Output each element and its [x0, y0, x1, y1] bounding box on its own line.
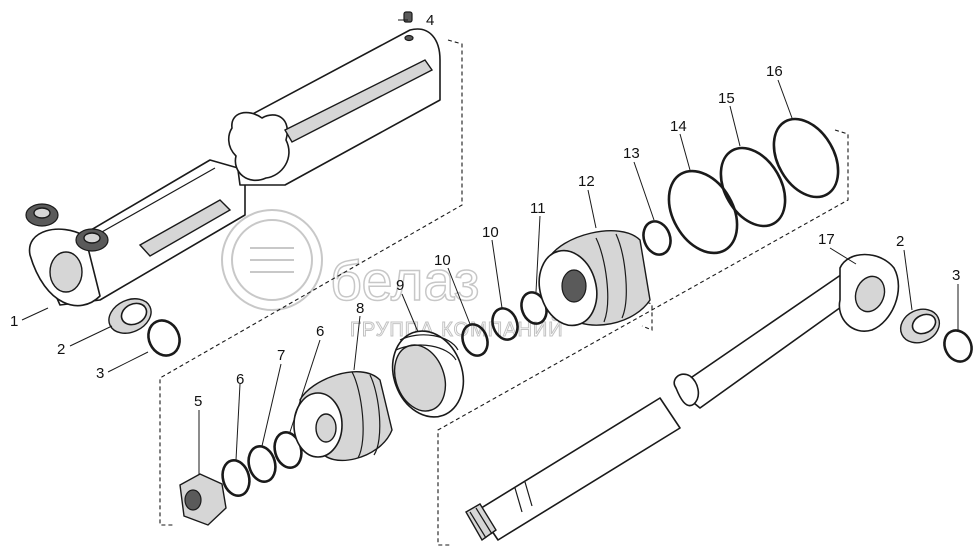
- bushing-left-inner: [120, 302, 148, 326]
- leader-7: [261, 363, 282, 447]
- wear-ring-14: [667, 169, 739, 255]
- piston: [538, 230, 651, 327]
- wear-ring-16: [772, 117, 840, 199]
- watermark-emblem-inner: [231, 219, 313, 301]
- assembly-guides: [159, 39, 849, 546]
- callout-6-right: 6: [316, 323, 324, 340]
- leader-8: [353, 315, 361, 371]
- callout-9: 9: [396, 277, 404, 294]
- callout-10-right: 10: [482, 224, 499, 241]
- rod-eye-bore: [854, 275, 886, 313]
- leader-6b: [289, 339, 321, 433]
- leader-16: [777, 79, 793, 119]
- watermark-brand: белаз: [330, 249, 480, 312]
- wear-ring-15: [719, 146, 787, 228]
- guide-frame-piston: [639, 299, 653, 331]
- guide-sleeve: [391, 330, 465, 418]
- tube-upper-profile: [227, 111, 290, 181]
- piston-rod-shoulder: [514, 481, 533, 513]
- callout-13: 13: [623, 145, 640, 162]
- callout-17: 17: [818, 231, 835, 248]
- snap-ring-right: [943, 329, 973, 363]
- snap-ring-left: [147, 319, 181, 357]
- cylinder-body: [25, 159, 246, 307]
- callout-15: 15: [718, 90, 735, 107]
- backup-ring-7: [247, 444, 277, 484]
- leader-12: [587, 189, 597, 229]
- piston-bore: [561, 269, 587, 303]
- rod-eye-shaft: [675, 269, 863, 409]
- hex-nut-bore: [184, 489, 202, 511]
- callout-12: 12: [578, 173, 595, 190]
- watermark: белаз ГРУППА КОМПАНИЙ: [221, 209, 564, 342]
- cylinder-tube-upper: [227, 28, 441, 186]
- leader-13: [633, 161, 655, 221]
- piston-head-bore: [315, 413, 337, 443]
- callout-4: 4: [426, 12, 434, 29]
- hex-nut-body: [179, 473, 227, 526]
- piston-head-grooves: [351, 371, 381, 459]
- leader-1: [21, 307, 49, 321]
- piston-grooves: [595, 233, 627, 323]
- cylinder-eye-bore: [49, 251, 83, 293]
- watermark-subtitle: ГРУППА КОМПАНИЙ: [350, 317, 564, 341]
- callout-5: 5: [194, 393, 202, 410]
- leader-6a: [235, 383, 241, 461]
- watermark-emblem-outer: [221, 209, 323, 311]
- seal-ring-10a: [461, 323, 489, 357]
- leader-2a: [69, 325, 113, 347]
- callout-6-left: 6: [236, 371, 244, 388]
- hex-nut: [179, 473, 227, 526]
- leader-10b: [491, 239, 503, 309]
- piston-rod-eye: [673, 253, 900, 409]
- piston-rod-thread-lines: [469, 507, 493, 539]
- rod-eye-profile: [673, 373, 700, 407]
- leader-3a: [107, 351, 149, 373]
- bushing-right: [899, 308, 941, 344]
- piston-rod-thread: [465, 503, 497, 542]
- callout-14: 14: [670, 118, 687, 135]
- callout-3-left: 3: [96, 365, 104, 382]
- o-ring-6a: [221, 458, 251, 498]
- callout-8: 8: [356, 300, 364, 317]
- callout-3-right: 3: [952, 267, 960, 284]
- callout-7: 7: [277, 347, 285, 364]
- leader-lines: [21, 19, 959, 474]
- piston-rod-shaft: [477, 397, 681, 541]
- leader-9: [401, 293, 419, 333]
- grease-port-right-thread: [83, 232, 101, 244]
- watermark-emblem-lines: [250, 247, 294, 273]
- callouts: 1 2 3 4 5 6 7 6 8 9 10 10 11 12 13 14 15…: [10, 12, 960, 410]
- guide-frame-left: [159, 39, 463, 526]
- guide-frame-right: [437, 129, 849, 546]
- grease-port-left-thread: [33, 207, 51, 219]
- callout-10-left: 10: [434, 252, 451, 269]
- tube-upper-hole: [404, 34, 414, 42]
- callout-16: 16: [766, 63, 783, 80]
- leader-11: [535, 215, 541, 293]
- piston-rod: [465, 397, 681, 542]
- leader-17: [829, 247, 857, 265]
- tube-upper-channel: [284, 59, 434, 143]
- piston-head: [293, 371, 393, 462]
- callout-2-right: 2: [896, 233, 904, 250]
- leader-14: [679, 133, 691, 171]
- leader-15: [729, 105, 741, 147]
- seal-ring-10b: [491, 307, 519, 341]
- bushing-right-inner: [911, 313, 937, 335]
- bushing-left: [108, 298, 152, 334]
- callout-2-left: 2: [57, 341, 65, 358]
- leader-10a: [447, 267, 471, 325]
- callout-1: 1: [10, 313, 18, 330]
- leader-2b: [903, 249, 913, 311]
- callout-11: 11: [530, 200, 546, 217]
- guide-sleeve-threads: [395, 334, 459, 361]
- cylinder-body-slot: [138, 199, 232, 257]
- seal-ring-13: [642, 220, 672, 256]
